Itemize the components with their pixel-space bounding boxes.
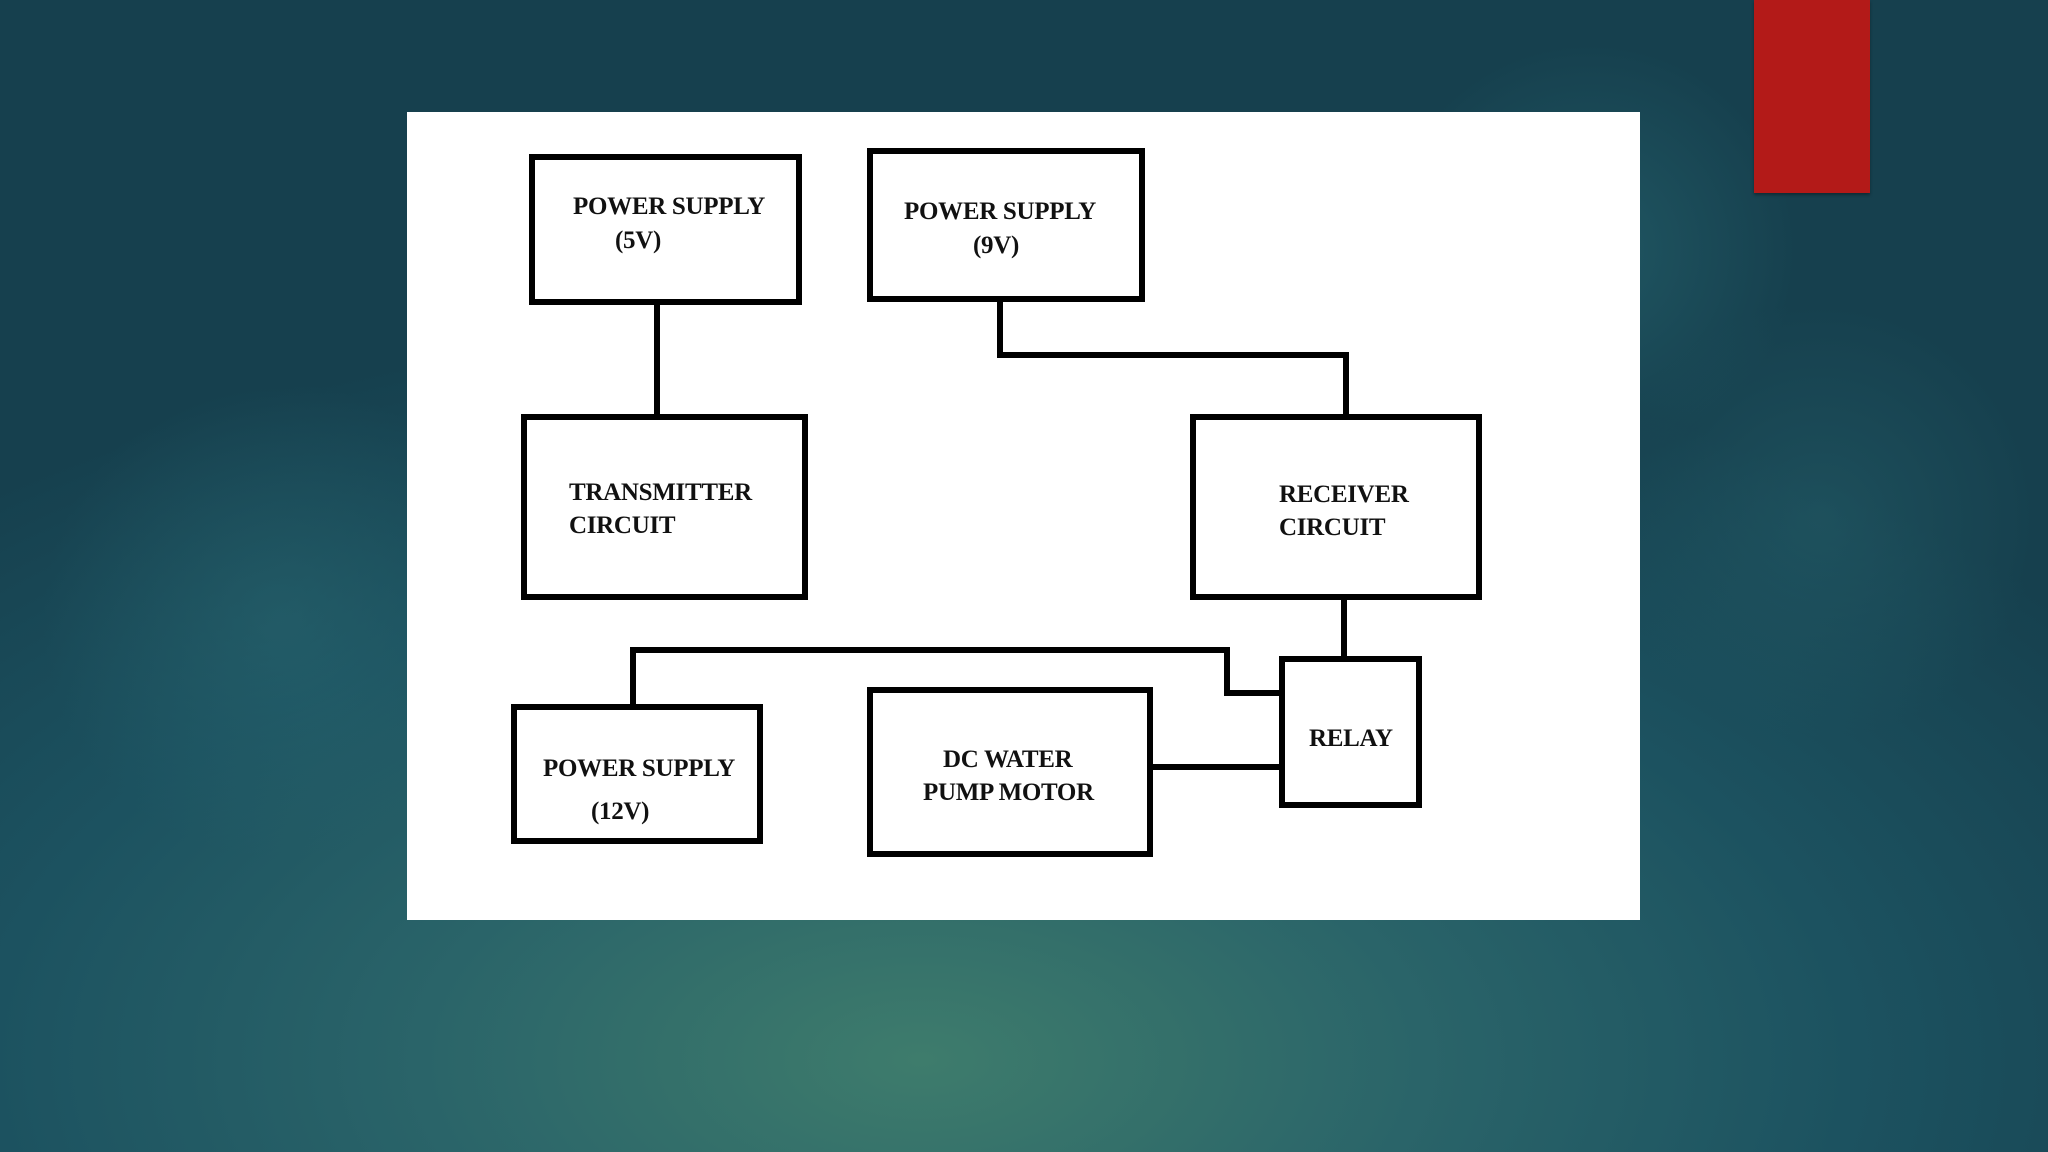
block-label-line1: DC WATER (943, 746, 1073, 773)
diagram-canvas: POWER SUPPLY (5V) POWER SUPPLY (9V) TRAN… (407, 112, 1640, 920)
power-supply-5v-block: POWER SUPPLY (5V) (529, 154, 802, 305)
block-label-line2: (9V) (973, 232, 1020, 259)
block-label-line1: POWER SUPPLY (573, 193, 766, 220)
block-label-line1: TRANSMITTER (569, 479, 752, 506)
block-label-line1: RELAY (1309, 725, 1393, 752)
connector-ps12-relay (630, 647, 1285, 710)
transmitter-circuit-block: TRANSMITTER CIRCUIT (521, 414, 808, 600)
block-label-line1: RECEIVER (1279, 481, 1409, 508)
block-label-line2: PUMP MOTOR (923, 779, 1094, 806)
accent-tab (1754, 0, 1870, 193)
receiver-circuit-block: RECEIVER CIRCUIT (1190, 414, 1482, 600)
connector-ps9-receiver (997, 296, 1349, 420)
block-label-line2: CIRCUIT (1279, 514, 1386, 541)
block-label-line1: POWER SUPPLY (543, 755, 736, 782)
background-glow (1600, 300, 2040, 740)
connector-lines (630, 296, 1349, 770)
power-supply-12v-block: POWER SUPPLY (12V) (511, 704, 763, 844)
block-label-line1: POWER SUPPLY (904, 198, 1097, 225)
power-supply-9v-block: POWER SUPPLY (9V) (867, 148, 1145, 302)
block-label-line2: (12V) (591, 798, 650, 825)
block-label-line2: (5V) (615, 227, 662, 254)
block-label-line2: CIRCUIT (569, 512, 676, 539)
dc-water-pump-motor-block: DC WATER PUMP MOTOR (867, 687, 1153, 857)
relay-block: RELAY (1279, 656, 1422, 808)
